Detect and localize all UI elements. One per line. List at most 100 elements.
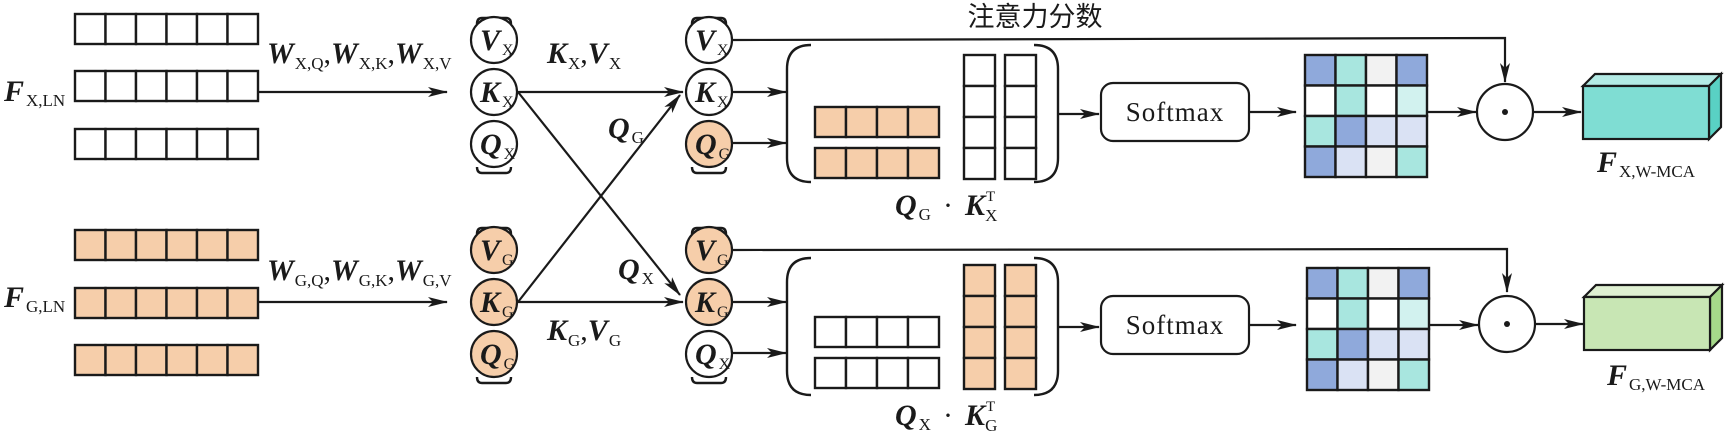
- cell: [906, 146, 941, 180]
- cell: [73, 12, 107, 46]
- cell: [134, 127, 168, 161]
- product-top-brackets-right: [1033, 43, 1060, 184]
- product-top-label-dot: ·: [943, 189, 953, 222]
- input-x-label-main: F: [3, 75, 24, 108]
- projection-g-node-2-label-main: Q: [480, 338, 502, 371]
- heatmap-cell: [1305, 266, 1339, 300]
- heatmap-cell: [1305, 358, 1339, 392]
- heatmap-cell: [1395, 84, 1429, 118]
- product-top-brackets-left: [785, 43, 812, 184]
- kv-x-main-0: K: [546, 37, 569, 70]
- product-bottom-brackets-right: [1033, 256, 1060, 397]
- product-top-k-col-1: [1003, 53, 1038, 181]
- product-bottom-q-row-0: [813, 315, 941, 349]
- cell: [195, 127, 229, 161]
- branch-top-inputs-node-1-label-main: K: [694, 76, 717, 109]
- kv-g-sub-1: G: [609, 331, 621, 350]
- cell: [1003, 325, 1038, 360]
- cell: [906, 356, 941, 390]
- cell: [165, 69, 199, 103]
- projection-x-node-0-circle: [469, 15, 519, 65]
- cell: [73, 69, 107, 103]
- cell: [1003, 53, 1038, 88]
- output-g-block-top: [1581, 283, 1725, 299]
- weights-x-label-sub-1: X,K: [359, 54, 389, 73]
- q-g-cross-label-sub: G: [632, 128, 644, 147]
- kv-g-sub-0: G: [568, 331, 580, 350]
- cell: [813, 315, 848, 349]
- branch-bottom-inputs-node-1-circle: [684, 277, 734, 327]
- heatmap-cell: [1366, 297, 1400, 331]
- cell: [226, 286, 260, 320]
- cell: [962, 263, 997, 298]
- input-x-row-1: [73, 69, 260, 103]
- v-x-bypass-line: [732, 36, 1510, 83]
- cell: [134, 69, 168, 103]
- branch-top-inputs-node-2-label-sub: G: [719, 146, 731, 163]
- heatmap-cell: [1364, 145, 1398, 179]
- arrow-qx-bottom: [517, 91, 681, 296]
- heatmap-cell: [1397, 327, 1431, 361]
- cell: [1003, 294, 1038, 329]
- cell: [813, 146, 848, 180]
- cell: [962, 356, 997, 391]
- projection-x-node-2-label-main: Q: [480, 128, 502, 161]
- heatmap-cell: [1334, 53, 1368, 87]
- heatmap-cell: [1397, 297, 1431, 331]
- kv-g-main-0: K: [546, 314, 569, 347]
- cell: [165, 228, 199, 262]
- cell: [962, 53, 997, 88]
- heatmap-cell: [1303, 114, 1337, 148]
- cell: [1003, 84, 1038, 119]
- projection-x-node-0-label-main: V: [480, 24, 503, 57]
- cell: [226, 228, 260, 262]
- branch-bottom-inputs-node-0-label-sub: G: [717, 252, 729, 269]
- weights-x-label: WX,Q,WX,K,WX,V: [267, 37, 452, 73]
- cell: [134, 286, 168, 320]
- heatmap-cell: [1397, 266, 1431, 300]
- kv-x-main-1: V: [588, 37, 611, 70]
- heatmap-cell: [1364, 114, 1398, 148]
- cell: [165, 127, 199, 161]
- cell: [73, 286, 107, 320]
- product-bottom-k-col-1: [1003, 263, 1038, 391]
- cell: [165, 12, 199, 46]
- softmax-top: [1099, 81, 1251, 143]
- product-bottom-label-dot: ·: [943, 399, 953, 432]
- heatmap-cell: [1397, 358, 1431, 392]
- cell: [962, 84, 997, 119]
- cell: [906, 315, 941, 349]
- kv-x-sub-1: X: [609, 54, 621, 73]
- cell: [226, 12, 260, 46]
- branch-top-inputs-node-0-label-sub: X: [717, 42, 729, 59]
- output-x-block-front: [1581, 84, 1711, 141]
- diagram-shapes: [73, 12, 1725, 397]
- heatmap-cell: [1303, 84, 1337, 118]
- elementwise-operator-bottom-dot: [1504, 321, 1510, 327]
- cell: [104, 286, 138, 320]
- output-x-label-main: F: [1596, 146, 1617, 179]
- softmax-bottom-label: Softmax: [1126, 310, 1225, 340]
- weights-x-label-main-0: W: [267, 37, 296, 70]
- product-top-k-col-0: [962, 53, 997, 181]
- weights-g-label-comma-1: ,: [388, 254, 396, 287]
- cell: [813, 356, 848, 390]
- output-x-label-sub: X,W-MCA: [1619, 162, 1696, 181]
- cell: [875, 356, 910, 390]
- heatmap-cell: [1303, 53, 1337, 87]
- cell: [1003, 115, 1038, 150]
- cell: [962, 325, 997, 360]
- output-g-label-main: F: [1606, 359, 1627, 392]
- product-bottom-label-k-sup: T: [986, 399, 995, 415]
- cell: [962, 146, 997, 181]
